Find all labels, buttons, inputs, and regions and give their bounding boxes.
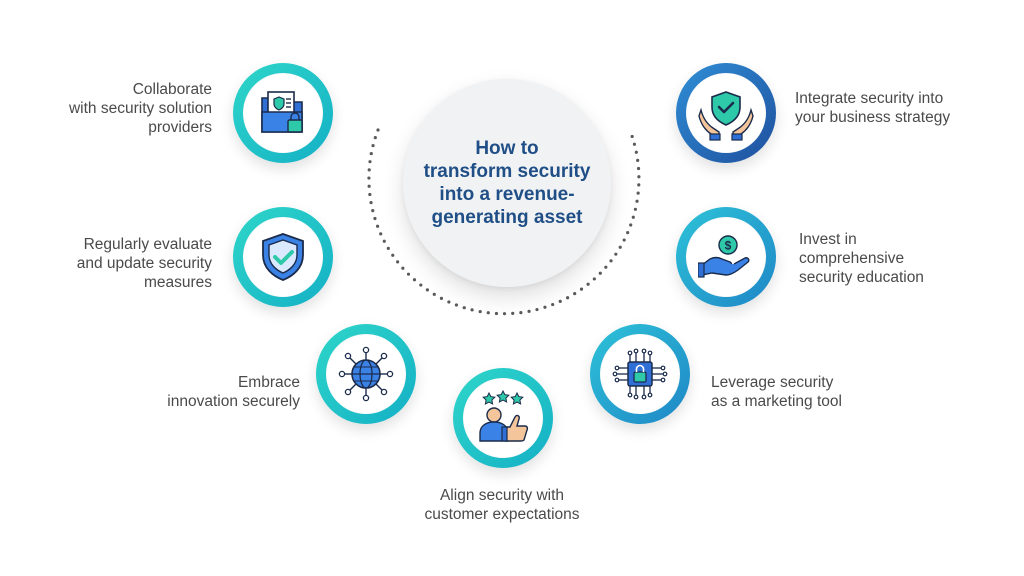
hand-coin-icon: $	[698, 235, 750, 278]
collaborate-label: Collaborate with security solution provi…	[40, 80, 212, 137]
label-line: and update security	[76, 255, 212, 272]
label-line: Embrace	[237, 374, 300, 391]
strategy-label: Integrate security into your business st…	[795, 89, 1005, 127]
innovation-node	[316, 324, 416, 424]
label-line: customer expectations	[424, 506, 580, 523]
hands-shield-icon	[698, 91, 754, 141]
center-title-line: How to	[475, 138, 539, 159]
lock-chip-icon	[612, 348, 668, 400]
innovation-label: Embrace innovation securely	[100, 373, 300, 411]
evaluate-node	[233, 207, 333, 307]
globe-network-icon	[338, 346, 394, 402]
label-line: Regularly evaluate	[83, 236, 212, 253]
education-label: Invest in comprehensive security educati…	[799, 230, 999, 287]
center-hub: How to transform security into a revenue…	[403, 79, 611, 287]
center-title-line: transform security	[423, 161, 591, 182]
label-line: innovation securely	[167, 393, 300, 410]
shield-check-icon	[262, 233, 304, 281]
marketing-node	[590, 324, 690, 424]
label-line: Collaborate	[132, 81, 212, 98]
customer-node	[453, 368, 553, 468]
label-line: providers	[148, 119, 212, 136]
strategy-node	[676, 63, 776, 163]
label-line: your business strategy	[795, 109, 951, 126]
label-line: with security solution	[68, 100, 212, 117]
center-title-line: into a revenue-	[439, 184, 575, 205]
label-line: as a marketing tool	[711, 393, 842, 410]
customer-rating-icon	[479, 389, 529, 442]
evaluate-label: Regularly evaluate and update security m…	[40, 235, 212, 292]
label-line: security education	[799, 269, 924, 286]
label-line: comprehensive	[799, 250, 905, 267]
center-title-line: generating asset	[431, 207, 583, 228]
education-node: $	[676, 207, 776, 307]
label-line: Align security with	[439, 487, 565, 504]
marketing-label: Leverage security as a marketing tool	[711, 373, 911, 411]
label-line: Integrate security into	[795, 90, 944, 107]
label-line: Leverage security	[711, 374, 834, 391]
label-line: Invest in	[799, 231, 857, 248]
center-title: How to transform security into a revenue…	[407, 137, 607, 229]
svg-text:$: $	[725, 239, 732, 253]
collaborate-node	[233, 63, 333, 163]
label-line: measures	[143, 274, 212, 291]
security-folder-icon	[261, 91, 303, 133]
customer-label: Align security with customer expectation…	[402, 486, 602, 524]
